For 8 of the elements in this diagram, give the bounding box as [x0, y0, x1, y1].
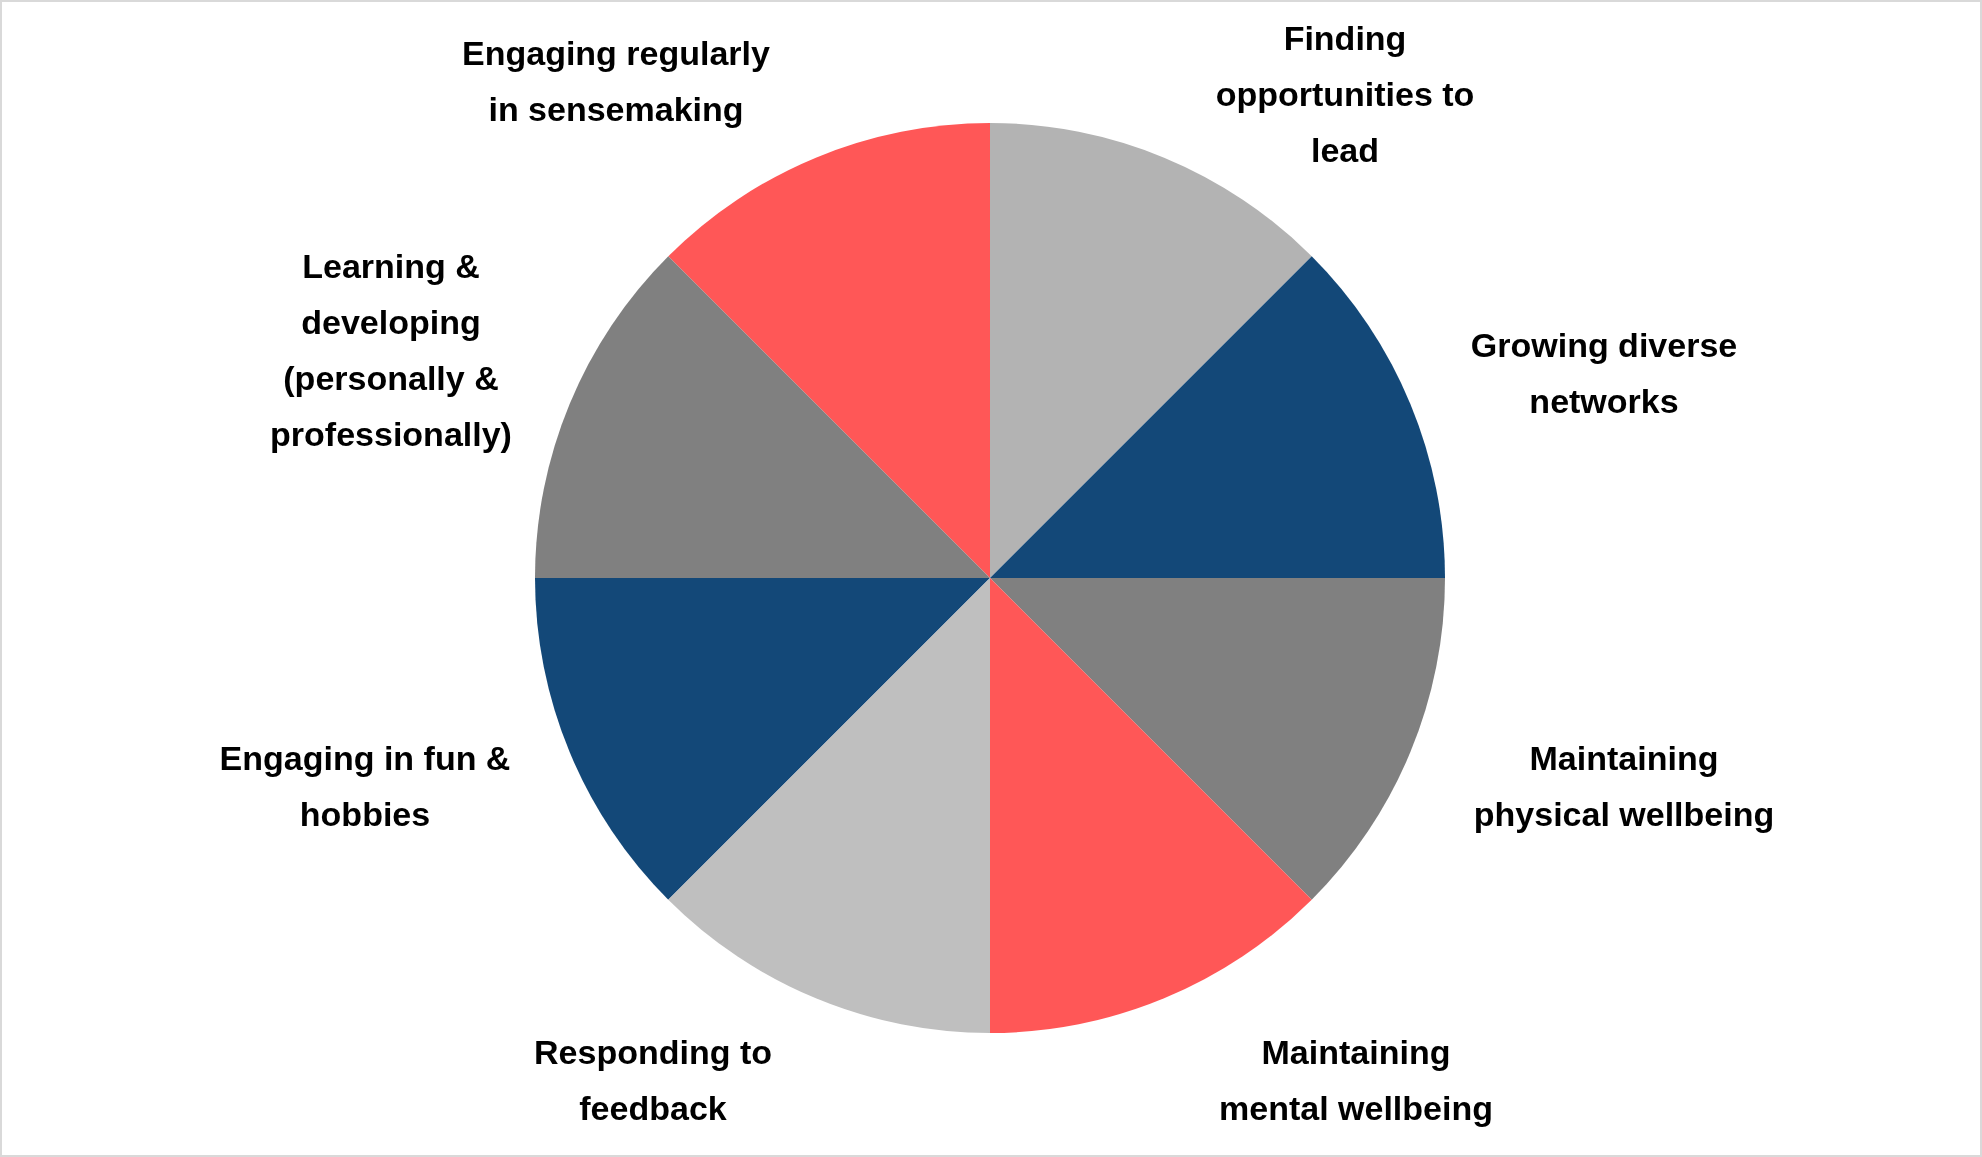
- slice-label: Growing diverse networks: [1469, 325, 1739, 422]
- slice-label: Maintaining mental wellbeing: [1218, 1032, 1494, 1129]
- slice-label: Learning & developing (personally & professionally): [269, 246, 513, 455]
- slice-label: Finding opportunities to lead: [1214, 18, 1476, 171]
- slice-label: Engaging regularly in sensemaking: [461, 33, 771, 130]
- slice-label: Responding to feedback: [533, 1032, 773, 1129]
- slice-label: Engaging in fun & hobbies: [218, 738, 512, 835]
- slice-label: Maintaining physical wellbeing: [1472, 738, 1776, 835]
